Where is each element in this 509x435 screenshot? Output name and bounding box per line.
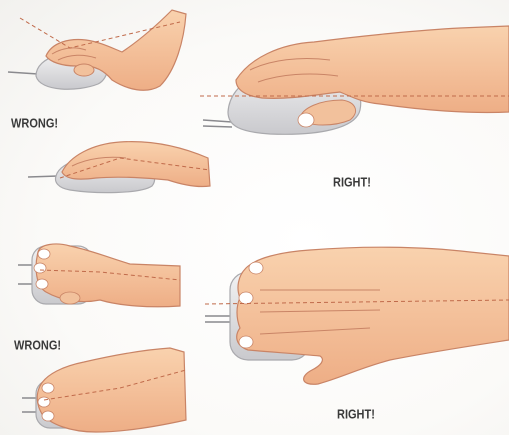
illustration-right-straight-wrist: [200, 26, 509, 134]
verdict-label-right-1: RIGHT!: [333, 176, 371, 190]
illustration-wrong-wrist-down: [28, 142, 210, 193]
mouse-cable: [8, 72, 38, 74]
thumb-nail: [298, 113, 314, 127]
illustration-wrong-wrist-up: [8, 10, 186, 90]
verdict-label-wrong-2: WRONG!: [14, 339, 61, 353]
thumb: [74, 64, 94, 76]
hand: [36, 244, 180, 307]
illustration-wrong-top-angled-2: [22, 348, 186, 432]
mouse-cable: [203, 120, 232, 122]
hand: [237, 247, 509, 384]
illustration-wrong-top-angled-1: [18, 244, 180, 307]
verdict-label-wrong-1: WRONG!: [11, 117, 58, 131]
illustration-right-top-flat: [205, 247, 509, 384]
hand: [37, 348, 186, 432]
verdict-label-right-2: RIGHT!: [337, 408, 375, 422]
mouse-cable: [28, 176, 58, 177]
